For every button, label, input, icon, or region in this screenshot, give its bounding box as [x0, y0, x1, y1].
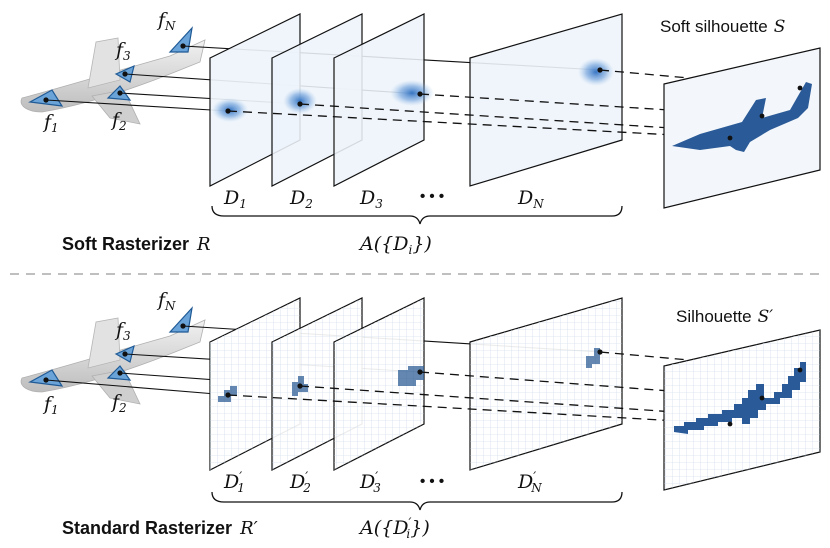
soft-silhouette-plane	[663, 47, 821, 209]
face-label-fN: fN	[156, 9, 176, 33]
face-label-f1: f1	[42, 111, 59, 135]
soft-blob-D2	[283, 88, 317, 114]
aggregate-label: A({Di})	[358, 233, 432, 257]
projection-points	[43, 323, 603, 398]
map-label-DN: DN	[517, 187, 544, 211]
face-label-f2: f2	[110, 109, 127, 133]
face-label-f3: f3	[114, 39, 131, 63]
map-plane-D3-prime	[333, 297, 425, 471]
soft-blob-D3	[390, 80, 434, 106]
map-ellipsis: • • •	[420, 188, 444, 205]
map-plane-D3	[333, 13, 434, 187]
pixel-block-DN	[586, 348, 600, 368]
soft-rasterizer-row: fN f3 f1 f2 D1 D2 D3 • • • DN A({Di}) So…	[20, 9, 821, 257]
face-label-f3: f3	[114, 319, 131, 343]
standard-rasterizer-row: fN f3 f1 f2 D′1 D′2 D′3 • • • D′N A({D′i…	[20, 289, 821, 541]
face-label-f1: f1	[42, 393, 59, 417]
map-label-D2-prime: D′2	[289, 470, 311, 495]
map-plane-DN	[469, 13, 623, 187]
face-label-f2: f2	[110, 391, 127, 415]
map-label-D1-prime: D′1	[223, 470, 245, 495]
pixel-block-D3	[398, 366, 424, 386]
aggregate-brace	[211, 491, 623, 511]
soft-blob-DN	[578, 58, 614, 86]
map-ellipsis: • • •	[420, 473, 444, 490]
face-label-fN: fN	[156, 289, 176, 313]
aggregate-label: A({D′i})	[358, 516, 430, 541]
silhouette-plane	[663, 329, 821, 491]
aggregate-brace	[211, 205, 623, 225]
map-plane-DN-prime	[469, 297, 623, 471]
soft-silhouette-shape	[672, 82, 812, 152]
map-label-DN-prime: D′N	[517, 470, 542, 495]
pixel-silhouette-shape	[674, 362, 806, 434]
map-label-D2: D2	[289, 187, 313, 211]
map-label-D3-prime: D′3	[359, 470, 381, 495]
map-label-D1: D1	[223, 187, 247, 211]
map-label-D3: D3	[359, 187, 383, 211]
